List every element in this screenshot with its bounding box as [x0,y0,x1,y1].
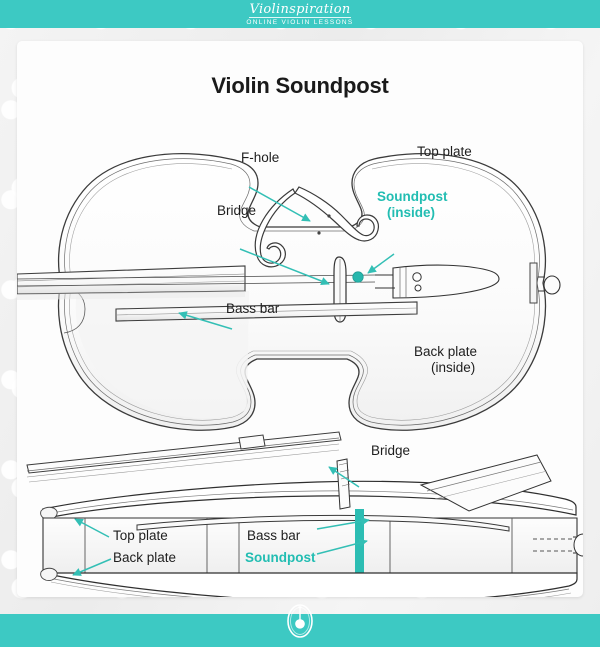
violin-icon [287,604,313,638]
tailpiece [375,264,500,299]
tailpiece-side [419,454,552,512]
leader-side-back-plate [72,558,112,576]
violin-side-view [26,431,583,597]
bridge-side-view[interactable] [336,458,351,510]
end-button [529,262,561,304]
back-plate-inner-line [48,577,570,597]
label-soundpost-top: Soundpost [377,189,448,204]
label-top-plate: Top plate [417,144,472,159]
label-bridge-side: Bridge [371,443,411,458]
top-plate-inner-line [46,490,574,515]
violin-purfling-line [64,158,540,426]
violin-soundpost-diagram [17,152,583,597]
f-hole-right [254,186,380,268]
fingerboard-side [26,431,342,483]
label-f-hole: F-hole [241,150,280,165]
page-title: Violin Soundpost [211,73,389,98]
leader-f-hole [248,186,311,222]
violin-top-view [17,152,561,431]
neck-shadow [17,291,245,300]
label-back-plate-inside: (inside) [431,360,476,375]
footer-violin-badge [283,600,317,640]
top-view-leaders [178,186,395,330]
label-back-plate: Back plate [414,344,478,359]
end-block-side [533,533,583,557]
back-plate-arch [42,572,578,597]
leader-soundpost [367,253,395,274]
soundpost-dot[interactable] [352,271,364,283]
label-bridge-top: Bridge [217,203,257,218]
label-soundpost-side: Soundpost [245,550,316,565]
label-soundpost-inside-top: (inside) [387,205,436,220]
bass-bar-side-view [136,514,510,532]
leader-bass-bar [178,311,233,330]
back-plate-second-line [50,581,572,597]
leader-bridge [239,248,330,286]
label-back-plate-side: Back plate [113,550,177,565]
label-bass-bar-top: Bass bar [226,301,280,316]
violin-strings [17,274,376,287]
top-teal-band [0,0,600,28]
soundpost-column[interactable] [355,509,364,581]
leader-side-soundpost [316,538,368,555]
leader-side-bass-bar [316,517,370,530]
label-top-plate-side: Top plate [113,528,168,543]
rib-divisions [84,518,513,573]
side-view-leaders [72,466,370,576]
leader-side-top-plate [74,518,110,538]
content-card: Violin Soundpost [17,41,583,597]
violin-body-inner-shadow [75,291,249,419]
leader-side-bridge [328,466,360,488]
back-edge-overhang [40,567,58,581]
fingerboard-assembly [17,265,246,295]
label-bass-bar-side: Bass bar [247,528,301,543]
